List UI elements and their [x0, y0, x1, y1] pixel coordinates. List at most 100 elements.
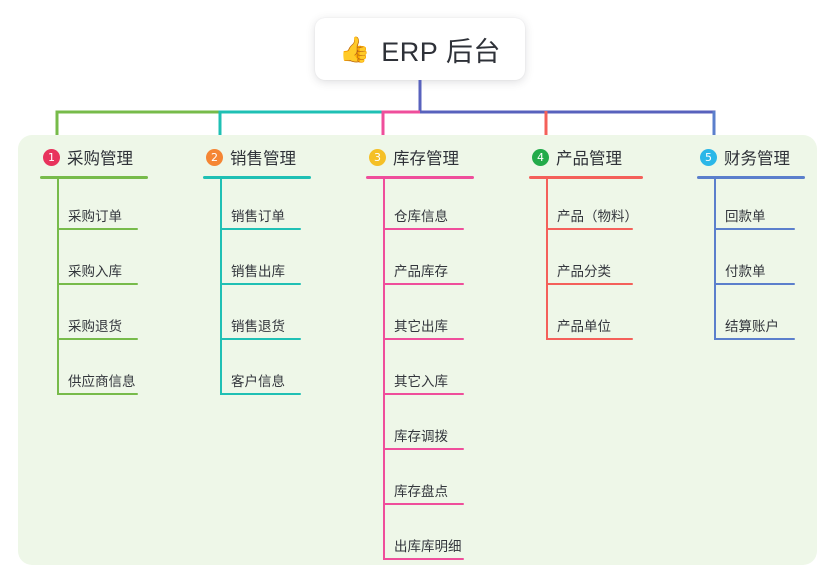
module-item[interactable]: 销售出库: [203, 234, 311, 289]
module-item[interactable]: 销售订单: [203, 179, 311, 234]
module-header-underline: [697, 176, 805, 179]
module-vertical-rail: [57, 179, 59, 395]
module-item-label: 付款单: [725, 264, 766, 279]
module-item-underline: [220, 228, 301, 230]
module-item-underline: [57, 283, 138, 285]
module-item-underline: [220, 393, 301, 395]
module-item[interactable]: 采购入库: [40, 234, 148, 289]
module-item-underline: [383, 503, 464, 505]
module-item-label: 回款单: [725, 209, 766, 224]
module-item[interactable]: 采购订单: [40, 179, 148, 234]
root-node-erp-backend[interactable]: 👍 ERP 后台: [315, 18, 525, 80]
module-item-underline: [57, 393, 138, 395]
module-item-underline: [383, 283, 464, 285]
module-header-label: 财务管理: [724, 150, 790, 168]
module-item[interactable]: 结算账户: [697, 289, 805, 344]
module-item[interactable]: 客户信息: [203, 344, 311, 399]
module-item-underline: [57, 338, 138, 340]
module-item-underline: [383, 448, 464, 450]
module-number-badge: 1: [43, 148, 60, 166]
module-item-underline: [220, 338, 301, 340]
module-item-underline: [383, 338, 464, 340]
module-column-5: 5 财务管理回款单付款单结算账户: [697, 142, 805, 344]
module-item-underline: [383, 393, 464, 395]
module-item[interactable]: 产品单位: [529, 289, 643, 344]
module-vertical-rail: [546, 179, 548, 340]
module-vertical-rail: [220, 179, 222, 395]
module-item[interactable]: 供应商信息: [40, 344, 148, 399]
module-item-label: 销售退货: [231, 319, 285, 334]
module-item[interactable]: 仓库信息: [366, 179, 474, 234]
module-number-badge: 2: [206, 148, 223, 166]
module-item-label: 其它出库: [394, 319, 448, 334]
module-item-label: 库存调拨: [394, 429, 448, 444]
module-item-list: 采购订单采购入库采购退货供应商信息: [40, 179, 148, 399]
module-item[interactable]: 库存盘点: [366, 454, 474, 509]
module-item-underline: [546, 228, 633, 230]
module-header-label: 采购管理: [67, 150, 133, 168]
module-item-label: 结算账户: [725, 319, 779, 334]
module-item-label: 产品单位: [557, 319, 611, 334]
module-item-label: 供应商信息: [68, 374, 136, 389]
module-item-label: 采购订单: [68, 209, 122, 224]
module-vertical-rail: [383, 179, 385, 560]
module-item-underline: [383, 228, 464, 230]
module-item-label: 其它入库: [394, 374, 448, 389]
module-item-underline: [546, 338, 633, 340]
module-header-label: 销售管理: [230, 150, 296, 168]
module-item-label: 仓库信息: [394, 209, 448, 224]
module-item[interactable]: 产品（物料）: [529, 179, 643, 234]
module-item[interactable]: 其它入库: [366, 344, 474, 399]
module-item-underline: [57, 228, 138, 230]
modules-panel: [18, 135, 817, 565]
module-column-4: 4 产品管理产品（物料） 产品分类产品单位: [529, 142, 643, 344]
module-item-label: 产品（物料）: [557, 209, 638, 224]
module-item-list: 产品（物料） 产品分类产品单位: [529, 179, 643, 344]
module-item-label: 产品库存: [394, 264, 448, 279]
module-item-underline: [714, 338, 795, 340]
module-item-label: 产品分类: [557, 264, 611, 279]
module-number-badge: 4: [532, 148, 549, 166]
thumbs-up-icon: 👍: [339, 34, 371, 64]
module-item[interactable]: 库存调拨: [366, 399, 474, 454]
module-item-list: 销售订单销售出库销售退货客户信息: [203, 179, 311, 399]
module-item[interactable]: 销售退货: [203, 289, 311, 344]
module-header-label: 库存管理: [393, 150, 459, 168]
root-node-content: 👍 ERP 后台: [339, 30, 501, 69]
module-item[interactable]: 付款单: [697, 234, 805, 289]
module-column-1: 1 采购管理采购订单采购入库采购退货供应商信息: [40, 142, 148, 399]
root-node-label: ERP 后台: [381, 36, 501, 67]
module-item-label: 采购入库: [68, 264, 122, 279]
module-item-list: 回款单付款单结算账户: [697, 179, 805, 344]
module-item[interactable]: 产品分类: [529, 234, 643, 289]
module-header-underline: [40, 176, 148, 179]
module-item[interactable]: 采购退货: [40, 289, 148, 344]
module-item-underline: [714, 228, 795, 230]
module-item-list: 仓库信息产品库存其它出库其它入库库存调拨库存盘点出库库明细: [366, 179, 474, 564]
module-item[interactable]: 其它出库: [366, 289, 474, 344]
module-item-label: 采购退货: [68, 319, 122, 334]
module-header-1[interactable]: 1 采购管理: [40, 142, 148, 172]
module-item-label: 客户信息: [231, 374, 285, 389]
module-item-label: 销售出库: [231, 264, 285, 279]
module-item-underline: [383, 558, 464, 560]
module-item[interactable]: 产品库存: [366, 234, 474, 289]
module-header-2[interactable]: 2 销售管理: [203, 142, 311, 172]
module-vertical-rail: [714, 179, 716, 340]
module-item[interactable]: 出库库明细: [366, 509, 474, 564]
module-header-underline: [366, 176, 474, 179]
module-header-5[interactable]: 5 财务管理: [697, 142, 805, 172]
module-header-4[interactable]: 4 产品管理: [529, 142, 643, 172]
module-item-label: 出库库明细: [394, 539, 462, 554]
module-header-label: 产品管理: [556, 150, 622, 168]
module-column-2: 2 销售管理销售订单销售出库销售退货客户信息: [203, 142, 311, 399]
module-number-badge: 5: [700, 148, 717, 166]
module-item-underline: [546, 283, 633, 285]
module-item-label: 销售订单: [231, 209, 285, 224]
module-header-underline: [203, 176, 311, 179]
module-header-underline: [529, 176, 643, 179]
module-item[interactable]: 回款单: [697, 179, 805, 234]
